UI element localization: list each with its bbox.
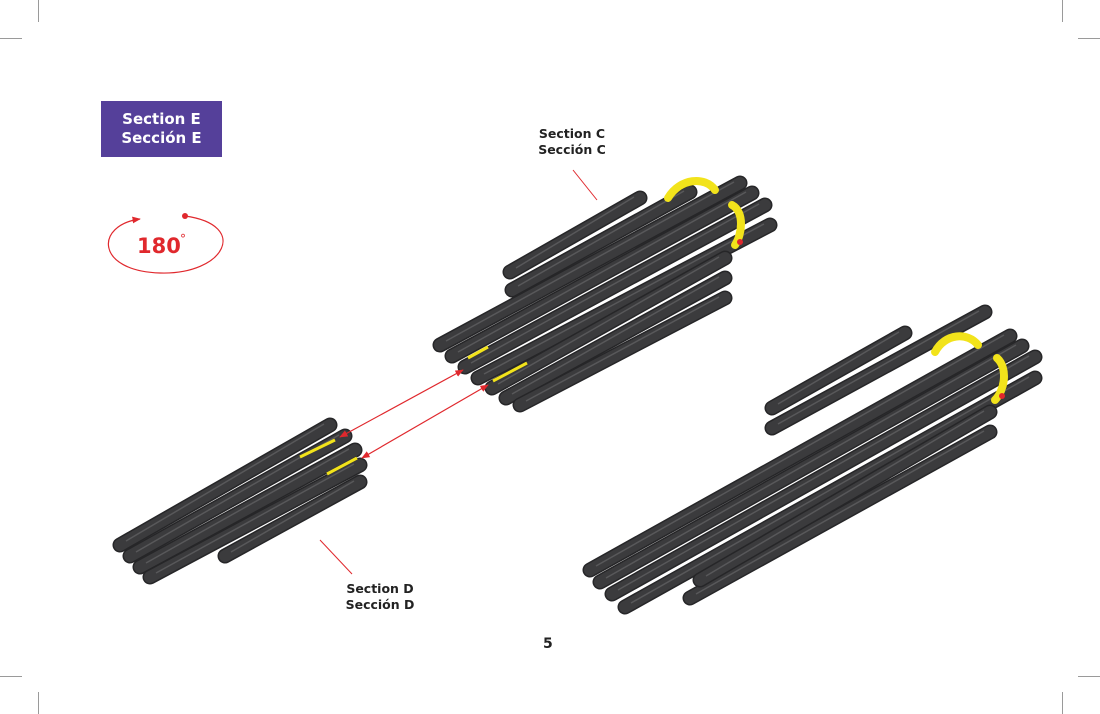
label-section-d: Section D Sección D <box>338 581 422 613</box>
beam-part-face <box>500 272 731 404</box>
beam-part-edge <box>517 190 685 287</box>
beam-part-edge <box>511 276 720 395</box>
beam-part-face <box>219 476 366 562</box>
connection-highlight <box>467 345 489 360</box>
beam-part-face <box>766 306 991 434</box>
rotation-unit: ° <box>180 232 186 246</box>
beam-part-edge <box>497 256 720 385</box>
beam-part-edge <box>470 203 760 364</box>
label-section-c-en: Section C <box>538 126 606 141</box>
red-pin-part <box>737 239 743 245</box>
beam-part-edge <box>145 448 350 564</box>
beam-part-face <box>144 459 366 583</box>
beam-part-edge <box>630 376 1030 604</box>
beam-part-face <box>514 292 731 411</box>
beam-part-edge <box>230 480 355 553</box>
beam-part-edge <box>777 331 900 405</box>
yellow-connector-part <box>728 201 745 249</box>
connection-highlight <box>299 438 336 459</box>
beam-part-edge <box>705 410 985 577</box>
beam-part-edge <box>515 196 635 269</box>
beam-part-face <box>584 330 1016 576</box>
beam-part-face <box>606 351 1041 600</box>
label-section-c: Section C Sección C <box>530 126 614 158</box>
beam-part-edge <box>605 344 1017 579</box>
beam-part-face <box>504 192 646 278</box>
beam-part-edge <box>617 355 1030 591</box>
label-section-d-en: Section D <box>346 581 414 596</box>
crop-mark <box>1062 692 1063 714</box>
beam-part-face <box>486 252 731 394</box>
crop-mark <box>38 692 39 714</box>
beam-part-edge <box>777 310 980 425</box>
yellow-connector-part <box>931 332 982 356</box>
crop-mark <box>1078 676 1100 677</box>
crop-mark <box>1078 38 1100 39</box>
section-e-assembly <box>582 304 1043 615</box>
beam-part-face <box>472 219 776 384</box>
beam-part-face <box>434 177 746 351</box>
assembly-arrow <box>361 384 489 459</box>
rotate-arrow-icon <box>107 215 224 274</box>
crop-mark <box>1062 0 1063 22</box>
section-title-badge: Section E Sección E <box>101 101 222 157</box>
red-pin-part <box>999 393 1005 399</box>
beam-part-face <box>114 419 336 551</box>
beam-part-edge <box>595 334 1005 567</box>
leader-line-section-c <box>572 169 598 201</box>
section-title-es: Sección E <box>121 129 202 147</box>
page-number: 5 <box>543 636 553 652</box>
rotate-arrow-start-dot <box>182 213 188 219</box>
crop-mark <box>0 38 22 39</box>
section-c-assembly <box>432 175 778 413</box>
connection-highlight <box>326 456 358 476</box>
section-d-assembly <box>112 417 368 585</box>
beam-part-edge <box>125 423 325 542</box>
yellow-connector-part <box>991 354 1008 404</box>
beam-part-edge <box>525 296 720 402</box>
label-section-c-es: Sección C <box>538 142 606 157</box>
beam-part-edge <box>483 223 765 375</box>
crop-mark <box>0 676 22 677</box>
beam-part-face <box>459 199 771 373</box>
beam-part-face <box>506 186 696 296</box>
beam-part-face <box>594 340 1028 588</box>
beam-part-edge <box>695 430 985 595</box>
beam-part-edge <box>155 463 355 574</box>
beam-part-face <box>694 406 996 586</box>
beam-part-face <box>619 372 1041 613</box>
beam-part-face <box>446 187 758 362</box>
beam-part-face <box>124 430 351 562</box>
beam-part-face <box>134 444 361 573</box>
beam-part-face <box>766 327 911 414</box>
label-section-d-es: Sección D <box>345 597 415 612</box>
crop-mark <box>38 0 39 22</box>
rotation-value: 180 <box>137 234 181 258</box>
connection-highlight <box>492 361 528 383</box>
section-title-en: Section E <box>122 110 201 128</box>
beam-part-edge <box>445 181 735 342</box>
yellow-connector-part <box>664 177 719 202</box>
leader-line-section-d <box>319 539 353 575</box>
assembly-arrow <box>339 369 464 438</box>
beam-part-edge <box>457 191 747 353</box>
beam-part-face <box>684 426 996 604</box>
